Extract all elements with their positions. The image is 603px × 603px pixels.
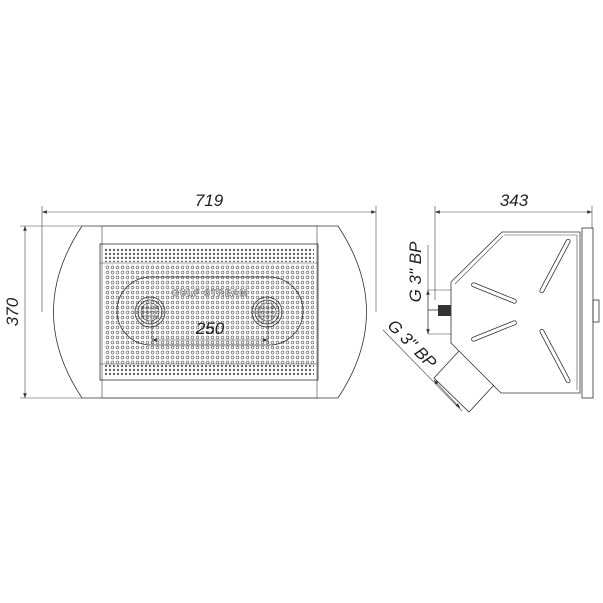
- nozzle-spacing-dimension: 250: [195, 319, 225, 338]
- brand-label: GULF STREAM: [172, 288, 248, 298]
- frame-band: [101, 225, 318, 399]
- flange-tab: [592, 299, 600, 323]
- inner-oval: [116, 276, 304, 346]
- outlet-pipe: [433, 350, 495, 413]
- depth-dimension: 343: [500, 191, 529, 210]
- outlet-thread-label: G 3" BP: [384, 316, 441, 373]
- housing-outline: [450, 231, 581, 394]
- width-dimension: 719: [195, 191, 224, 210]
- body-outline: [53, 225, 367, 399]
- slots: [471, 238, 571, 384]
- grille-bottom-strip: [104, 365, 314, 377]
- nozzle-right: [251, 296, 283, 328]
- inlet-thread-label: G 3" BP: [406, 241, 425, 302]
- nozzle-left: [134, 296, 166, 328]
- grille-panel: [99, 243, 319, 381]
- side-view: 343 G 3" BP G 3" BP: [382, 191, 600, 413]
- air-vent-fitting: [428, 305, 451, 316]
- grille-top-strip: [104, 248, 314, 262]
- front-view: GULF STREAM 250 719 370: [3, 191, 377, 399]
- mounting-flange: [581, 227, 594, 399]
- height-dimension: 370: [3, 297, 22, 326]
